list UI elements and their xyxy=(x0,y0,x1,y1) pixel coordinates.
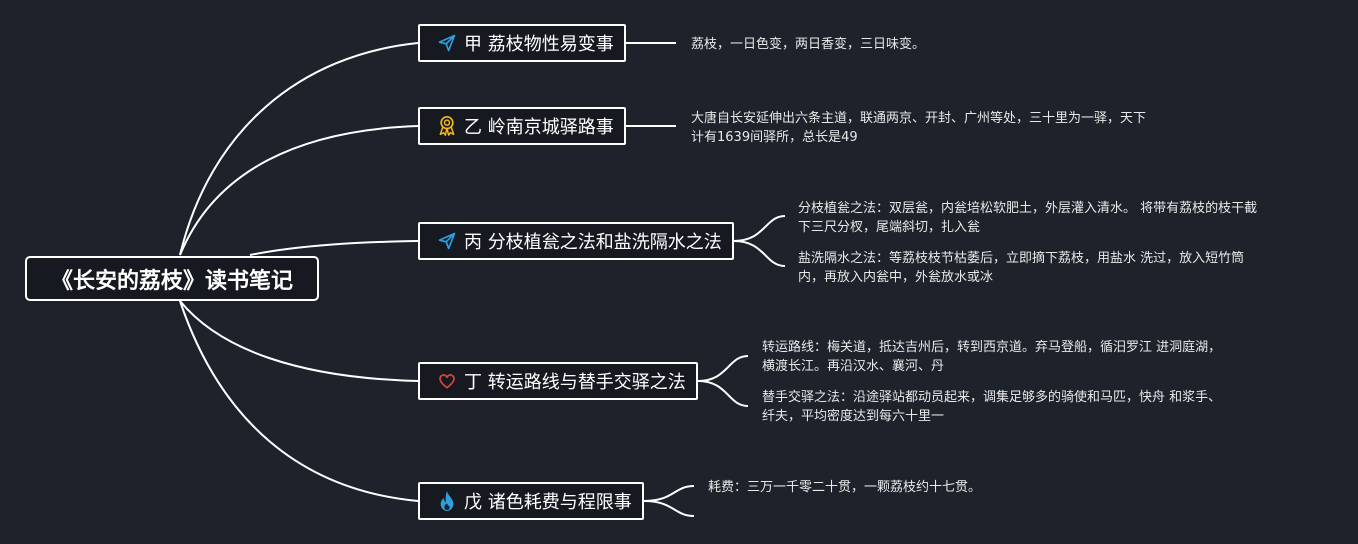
branch-label: 戊 诸色耗费与程限事 xyxy=(464,492,632,513)
paper-plane-icon xyxy=(436,230,458,252)
branch-node-yi[interactable]: 乙 岭南京城驿路事 xyxy=(418,107,626,145)
note-line: 荔枝，一日色变，两日香变，三日味变。 xyxy=(691,37,926,52)
heart-icon xyxy=(436,370,458,392)
connector-root-bing xyxy=(249,240,419,256)
connector-root-yi xyxy=(179,125,419,256)
connector-root-wu xyxy=(179,300,419,502)
connector-wu-note-1 xyxy=(643,485,695,502)
note-bing-1: 分枝植瓮之法：双层瓮，内瓮培松软肥土，外层灌入清水。 将带有荔枝的枝干截 下三尺… xyxy=(798,199,1257,237)
connector-root-ding xyxy=(179,300,419,382)
branch-label: 丙 分枝植瓮之法和盐洗隔水之法 xyxy=(464,232,722,253)
note-line: 转运路线：梅关道，抵达吉州后，转到西京道。弃马登船，循汨罗江 进洞庭湖， xyxy=(762,340,1222,355)
note-line: 耗费：三万一千零二十贯，一颗荔枝约十七贯。 xyxy=(708,480,982,495)
branch-label: 丁 转运路线与替手交驿之法 xyxy=(464,372,686,393)
award-ribbon-icon xyxy=(436,115,458,137)
note-line: 横渡长江。再沿汉水、襄河、丹 xyxy=(762,359,945,374)
note-line: 内，再放入内瓮中，外瓮放水或冰 xyxy=(798,270,994,285)
root-title: 《长安的荔枝》读书笔记 xyxy=(50,268,293,294)
note-line: 替手交驿之法：沿途驿站都动员起来，调集足够多的骑使和马匹，快舟 和浆手、 xyxy=(762,390,1222,405)
branch-label: 乙 岭南京城驿路事 xyxy=(464,117,614,138)
connector-ding-note-2 xyxy=(697,380,749,407)
note-line: 大唐自长安延伸出六条主道，联通两京、开封、广州等处，三十里为一驿，天下 xyxy=(691,111,1147,126)
note-line: 纤夫，平均密度达到每六十里一 xyxy=(762,409,945,424)
branch-node-bing[interactable]: 丙 分枝植瓮之法和盐洗隔水之法 xyxy=(418,222,734,260)
note-line: 分枝植瓮之法：双层瓮，内瓮培松软肥土，外层灌入清水。 将带有荔枝的枝干截 xyxy=(798,201,1258,216)
note-ding-2: 替手交驿之法：沿途驿站都动员起来，调集足够多的骑使和马匹，快舟 和浆手、 纤夫，… xyxy=(762,388,1221,426)
flame-icon xyxy=(436,490,458,512)
connector-wu-note-2 xyxy=(643,500,695,517)
note-line: 下三尺分杈，尾端斜切，扎入瓮 xyxy=(798,220,981,235)
connector-bing-note-1 xyxy=(733,215,786,242)
note-bing-2: 盐洗隔水之法：等荔枝枝节枯萎后，立即摘下荔枝，用盐水 洗过，放入短竹筒 内，再放… xyxy=(798,249,1244,287)
connector-ding-note-1 xyxy=(697,355,749,382)
connector-root-jia xyxy=(179,42,419,256)
note-line: 盐洗隔水之法：等荔枝枝节枯萎后，立即摘下荔枝，用盐水 洗过，放入短竹筒 xyxy=(798,251,1245,266)
root-node[interactable]: 《长安的荔枝》读书笔记 xyxy=(25,256,319,301)
branch-label: 甲 荔枝物性易变事 xyxy=(464,34,614,55)
paper-plane-icon xyxy=(436,32,458,54)
connector-bing-note-2 xyxy=(733,240,786,267)
note-jia-1: 荔枝，一日色变，两日香变，三日味变。 xyxy=(691,35,925,54)
note-ding-1: 转运路线：梅关道，抵达吉州后，转到西京道。弃马登船，循汨罗江 进洞庭湖， 横渡长… xyxy=(762,338,1221,376)
branch-node-ding[interactable]: 丁 转运路线与替手交驿之法 xyxy=(418,362,698,400)
branch-node-jia[interactable]: 甲 荔枝物性易变事 xyxy=(418,24,626,62)
branch-node-wu[interactable]: 戊 诸色耗费与程限事 xyxy=(418,482,644,520)
note-line: 计有1639间驿所，总长是49 xyxy=(691,130,858,145)
note-yi-1: 大唐自长安延伸出六条主道，联通两京、开封、广州等处，三十里为一驿，天下 计有16… xyxy=(691,109,1146,147)
note-wu-1: 耗费：三万一千零二十贯，一颗荔枝约十七贯。 xyxy=(708,478,981,497)
